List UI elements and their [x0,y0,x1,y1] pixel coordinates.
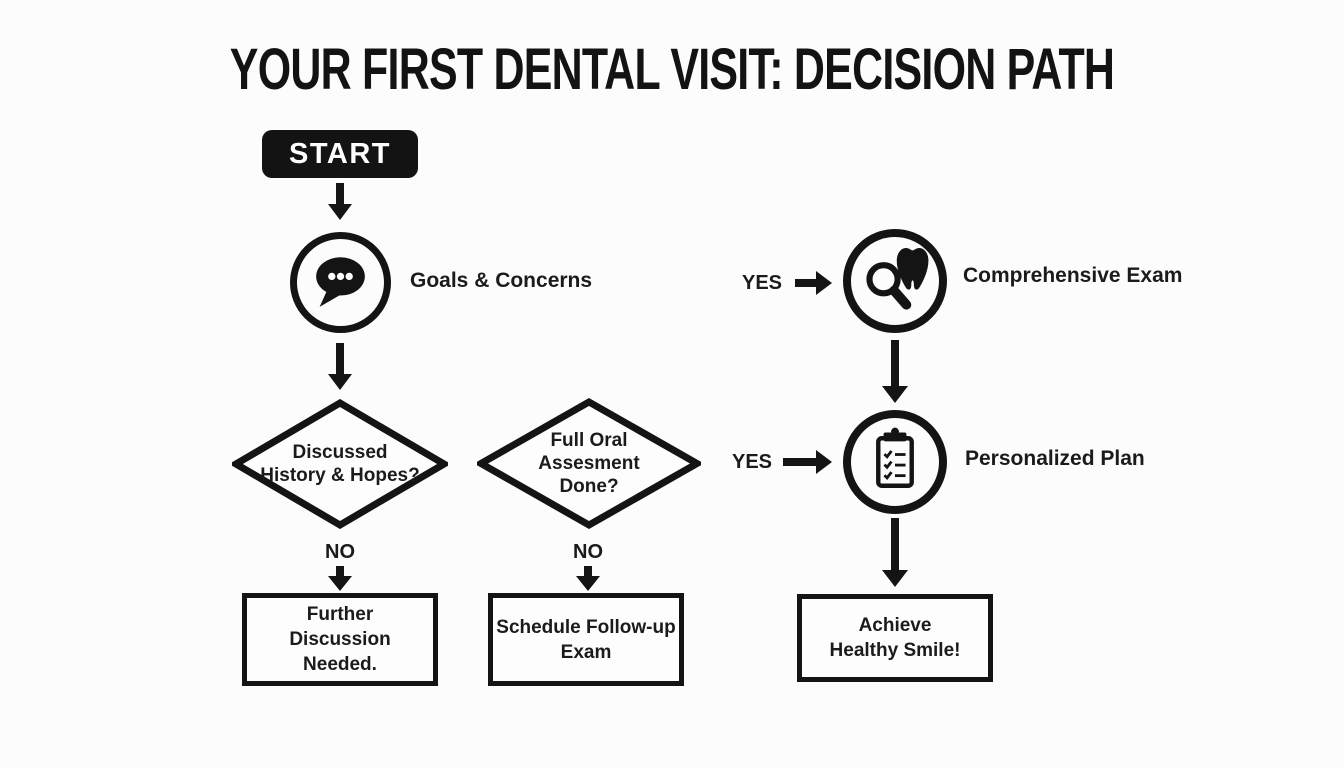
history-decision-text: Discussed History & Hopes? [260,442,420,486]
comprehensive-exam-label: Comprehensive Exam [963,264,1183,287]
arrow-history-no [328,566,352,591]
arrow-start-to-goals [328,183,352,220]
arrow-plan-to-smile [882,518,908,587]
arrow-head-right [816,450,832,474]
history-no-label: NO [325,541,355,563]
arrow-shaft [891,518,899,570]
arrow-assessment-no [576,566,600,591]
personalized-plan-node [843,410,947,514]
arrow-head-right [816,271,832,295]
page-title: YOUR FIRST DENTAL VISIT: DECISION PATH [229,37,1115,102]
personalized-plan-label: Personalized Plan [965,447,1145,470]
arrow-shaft [891,340,899,386]
schedule-followup-box: Schedule Follow-up Exam [488,593,684,686]
start-node: START [262,130,418,178]
arrow-yes-to-exam [795,271,832,295]
arrow-shaft [584,566,592,576]
arrow-head-down [882,386,908,403]
speech-bubble-icon [297,239,384,326]
arrow-yes-to-plan [783,450,832,474]
clipboard-checklist-icon [851,418,939,506]
arrow-head-down [328,374,352,390]
goals-concerns-label: Goals & Concerns [410,269,593,292]
healthy-smile-box: Achieve Healthy Smile! [797,594,993,682]
comprehensive-exam-node [843,229,947,333]
goals-concerns-node [290,232,391,333]
exam-yes-label: YES [742,272,783,294]
arrow-shaft [336,343,344,374]
start-label: START [288,137,391,170]
arrow-goals-to-history [328,343,352,390]
arrow-head-down [328,576,352,591]
arrow-shaft [795,279,816,287]
history-decision-diamond [232,399,448,529]
further-discussion-box: Further Discussion Needed. [242,593,438,686]
arrow-head-down [576,576,600,591]
arrow-exam-to-plan [882,340,908,403]
plan-yes-label: YES [732,451,773,473]
arrow-shaft [336,183,344,204]
arrow-shaft [783,458,816,466]
arrow-head-down [328,204,352,220]
magnifier-tooth-icon [851,237,939,325]
assessment-no-label: NO [573,541,603,563]
arrow-shaft [336,566,344,576]
arrow-head-down [882,570,908,587]
assessment-decision-text: Full Oral Assesment Done? [538,430,640,497]
assessment-decision-diamond [477,398,701,529]
